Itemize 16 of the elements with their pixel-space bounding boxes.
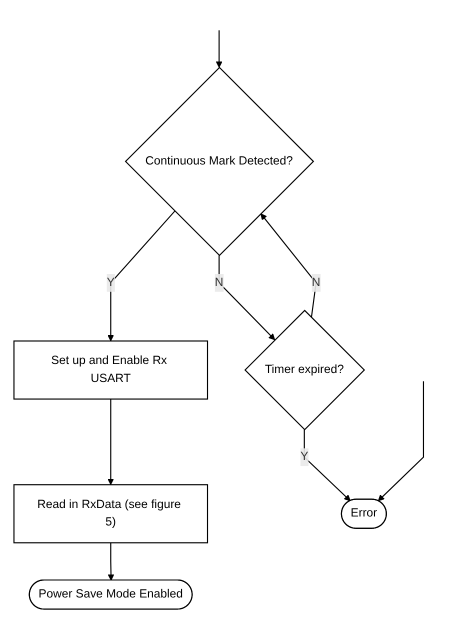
node-diamond: Timer expired? [244,310,366,430]
arrow [304,430,351,502]
node-box: Read in RxData (see figure 5) [14,484,208,544]
node-diamond: Continuous Mark Detected? [124,66,314,256]
arrow [216,30,222,68]
edge-label: Y [300,450,308,464]
edge-label: N [214,276,224,289]
arrow [260,213,317,318]
arrow [378,381,424,502]
edge-label: Y [106,276,115,289]
node-box: Set up and Enable Rx USART [14,340,208,400]
arrow [108,399,114,485]
arrow [218,255,276,340]
arrow [108,542,114,581]
arrow [108,210,176,342]
edge-label: N [312,276,320,289]
